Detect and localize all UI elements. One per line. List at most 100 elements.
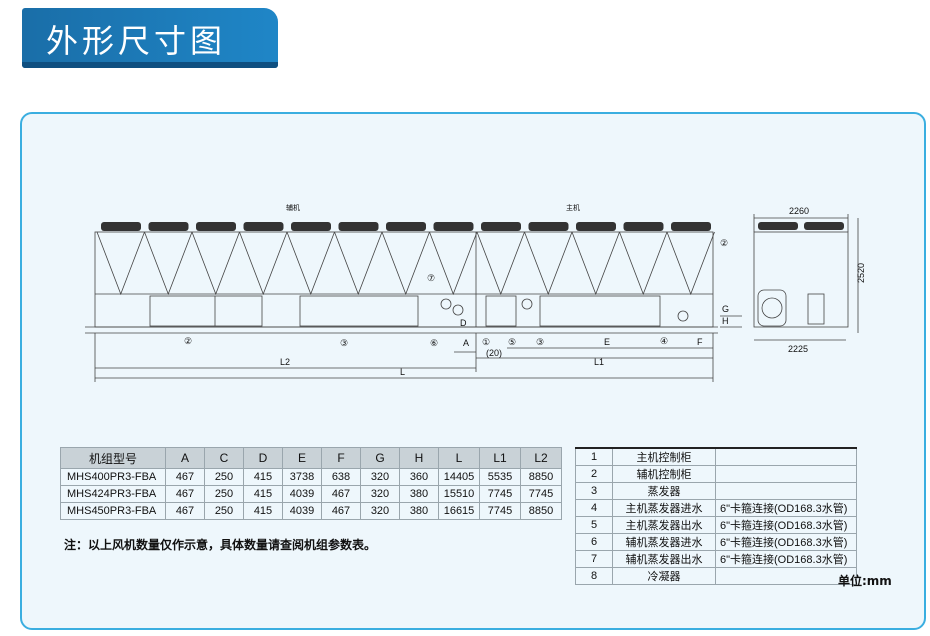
legend-cell: 主机蒸发器出水	[612, 516, 716, 534]
fan-v-frame	[334, 231, 383, 296]
side-fans	[758, 222, 844, 230]
callout-1: ①	[482, 337, 490, 347]
dim-A: A	[463, 338, 469, 348]
fan-icon	[576, 222, 616, 231]
legend-cell: 辅机蒸发器出水	[612, 550, 716, 568]
fan-row	[101, 222, 711, 231]
table-cell: 4039	[282, 502, 322, 520]
spec-header-cell: L1	[479, 447, 521, 469]
table-cell: MHS450PR3-FBA	[60, 502, 166, 520]
legend-cell: 6"卡箍连接(OD168.3水管)	[715, 499, 857, 517]
dim-H: H	[722, 316, 729, 326]
spec-header-cell: F	[321, 447, 361, 469]
table-cell: 320	[360, 468, 400, 486]
table-cell: 14405	[438, 468, 480, 486]
fan-v-frame	[571, 231, 620, 296]
table-cell: 467	[165, 485, 205, 503]
legend-cell: 6"卡箍连接(OD168.3水管)	[715, 533, 857, 551]
table-cell: 415	[243, 502, 283, 520]
aux-unit-label: 辅机	[286, 203, 300, 212]
table-cell: 415	[243, 485, 283, 503]
legend-cell: 辅机控制柜	[612, 465, 716, 483]
unit-body	[94, 231, 714, 328]
footnote: 注：以上风机数量仅作示意，具体数量请查阅机组参数表。	[64, 538, 377, 552]
legend-cell: 2	[575, 465, 613, 483]
fan-v-frame	[286, 231, 335, 296]
legend-cell: 6	[575, 533, 613, 551]
legend-cell: 6"卡箍连接(OD168.3水管)	[715, 550, 857, 568]
legend-cell: 主机蒸发器进水	[612, 499, 716, 517]
fan-icon	[101, 222, 141, 231]
unit-label: 单位:mm	[838, 574, 892, 588]
dimension-drawing: 辅机 主机 L2 L L1 E F A (20) D G H 2260 2225…	[85, 203, 866, 382]
spec-header-cell: A	[165, 447, 205, 469]
table-cell: 467	[321, 502, 361, 520]
table-cell: 638	[321, 468, 361, 486]
dim-D: D	[460, 318, 467, 328]
title-banner: 外形尺寸图	[22, 8, 278, 68]
table-cell: 320	[360, 502, 400, 520]
table-cell: 360	[399, 468, 439, 486]
dim-height: 2520	[856, 263, 866, 283]
legend-cell: 8	[575, 567, 613, 585]
dim-width-bottom: 2225	[788, 344, 808, 354]
fan-v-frame	[144, 231, 193, 296]
fan-frames	[96, 231, 715, 296]
fan-icon	[528, 222, 569, 231]
dim-width-top: 2260	[789, 206, 809, 216]
spec-header-cell: 机组型号	[60, 447, 166, 469]
fan-v-frame	[429, 231, 478, 296]
fan-icon	[433, 222, 474, 231]
table-cell: 467	[165, 468, 205, 486]
fan-icon	[481, 222, 521, 231]
dim-gap: (20)	[486, 348, 502, 358]
spec-header-cell: D	[243, 447, 283, 469]
main-evaporator	[539, 295, 661, 327]
dim-L: L	[400, 367, 405, 377]
fan-icon	[386, 222, 426, 231]
spec-header-cell: E	[282, 447, 322, 469]
spec-header-cell: L2	[520, 447, 562, 469]
callout-6: ⑥	[430, 338, 438, 348]
fan-v-frame	[96, 231, 145, 296]
table-cell: 15510	[438, 485, 480, 503]
fan-v-frame	[524, 231, 573, 296]
fan-icon	[338, 222, 379, 231]
legend-cell: 1	[575, 447, 613, 466]
spec-header-cell: H	[399, 447, 439, 469]
table-cell: 16615	[438, 502, 480, 520]
callout-5: ⑤	[508, 337, 516, 347]
table-cell: 5535	[479, 468, 521, 486]
legend-cell: 蒸发器	[612, 482, 716, 500]
aux-control-cabinet	[149, 295, 263, 327]
side-view	[753, 231, 849, 328]
legend-cell: 3	[575, 482, 613, 500]
legend-cell: 5	[575, 516, 613, 534]
legend-cell: 6"卡箍连接(OD168.3水管)	[715, 516, 857, 534]
callout-7: ⑦	[427, 273, 435, 283]
table-cell: 467	[165, 502, 205, 520]
table-cell: MHS424PR3-FBA	[60, 485, 166, 503]
fan-v-frame	[666, 231, 715, 296]
table-cell: 7745	[520, 485, 562, 503]
fan-icon	[291, 222, 331, 231]
fan-icon	[148, 222, 189, 231]
legend-cell: 7	[575, 550, 613, 568]
callout-2-side: ②	[720, 238, 728, 248]
spec-header-cell: C	[204, 447, 244, 469]
table-cell: 415	[243, 468, 283, 486]
table-cell: 380	[399, 485, 439, 503]
table-cell: 8850	[520, 502, 562, 520]
table-cell: 250	[204, 468, 244, 486]
fan-icon	[243, 222, 284, 231]
